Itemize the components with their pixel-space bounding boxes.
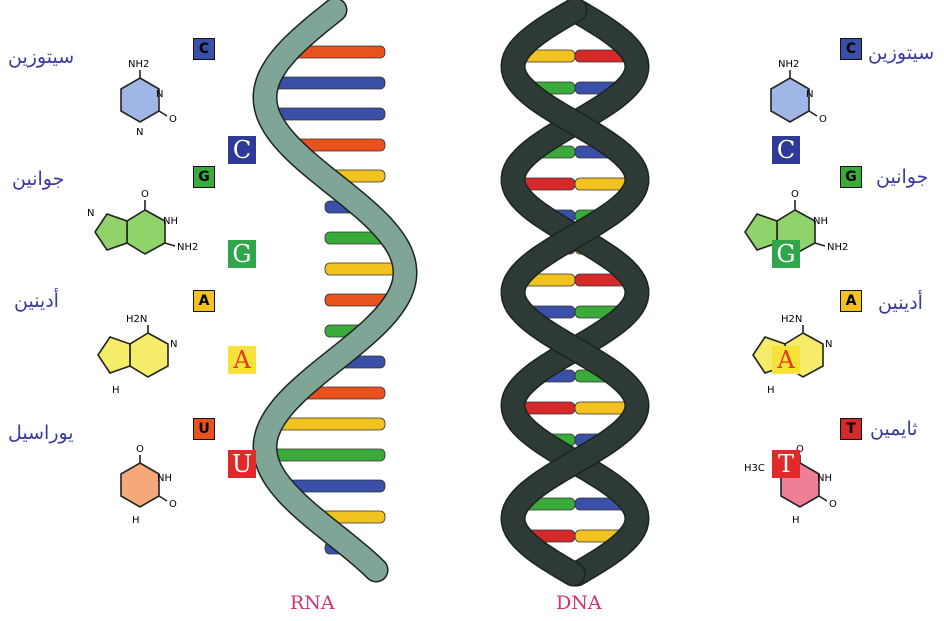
o-label: O xyxy=(791,189,799,200)
big-letter-a-right: A xyxy=(772,346,800,374)
guanine-label-right: جوانين xyxy=(876,166,928,188)
nh-label: NH xyxy=(813,216,828,227)
rna-base-2 xyxy=(267,77,385,89)
o-label-2: O xyxy=(829,499,837,510)
badge-uracil-left: U xyxy=(193,418,215,440)
rna-base-14 xyxy=(266,449,385,461)
o-label: O xyxy=(141,189,149,200)
n-label: N xyxy=(156,89,163,100)
uracil-molecule-left: O NH H O xyxy=(121,444,177,526)
h2n-label: H2N xyxy=(781,314,802,325)
nh2-label: NH2 xyxy=(177,242,198,253)
badge-guanine-right: G xyxy=(840,166,862,188)
badge-adenine-left: A xyxy=(193,290,215,312)
h-label: H xyxy=(767,385,775,396)
h-label: H xyxy=(792,515,800,526)
o-label: O xyxy=(819,114,827,125)
badge-cytosine-left: C xyxy=(193,38,215,60)
h2n-label: H2N xyxy=(126,314,147,325)
n-label: N xyxy=(87,208,94,219)
big-letter-t-right: T xyxy=(772,450,800,478)
big-letter-g-left: G xyxy=(228,240,256,268)
guanine-label-left: جوانين xyxy=(12,168,64,190)
cytosine-molecule-right: NH2 N O xyxy=(771,59,827,125)
nh-label: NH xyxy=(817,473,832,484)
nh-label: N xyxy=(136,127,143,138)
nh-label: NH xyxy=(157,473,172,484)
badge-cytosine-right: C xyxy=(840,38,862,60)
n-label: N xyxy=(825,339,832,350)
cytosine-label-right: سيتوزين xyxy=(868,42,934,64)
nh-label: H xyxy=(112,385,120,396)
thymine-label-right: ثايمين xyxy=(870,418,918,440)
guanine-molecule-left: O NH NH2 N xyxy=(87,189,198,254)
o-label: O xyxy=(169,114,177,125)
uracil-label-left: يوراسيل xyxy=(8,422,74,444)
o-label-2: O xyxy=(169,499,177,510)
big-letter-u-left: U xyxy=(228,450,256,478)
adenine-label-right: أدينين xyxy=(878,292,923,314)
o-label: O xyxy=(136,444,144,455)
n-label: N xyxy=(806,89,813,100)
cytosine-molecule-left: NH2 N N O xyxy=(121,59,177,138)
dna-caption: DNA xyxy=(556,592,602,614)
big-letter-a-left: A xyxy=(228,346,256,374)
rna-caption: RNA xyxy=(290,592,335,614)
nh-label: NH xyxy=(163,216,178,227)
nh2-label: NH2 xyxy=(778,59,799,70)
dna-helix xyxy=(513,10,637,574)
h-label: H xyxy=(132,515,140,526)
big-letter-g-right: G xyxy=(772,240,800,268)
badge-guanine-left: G xyxy=(193,166,215,188)
n-label: N xyxy=(170,339,177,350)
cytosine-label-left: سيتوزين xyxy=(8,46,74,68)
rna-helix xyxy=(265,10,405,570)
nh2-label: NH2 xyxy=(827,242,848,253)
badge-thymine-right: T xyxy=(840,418,862,440)
badge-adenine-right: A xyxy=(840,290,862,312)
h3c-label: H3C xyxy=(744,463,765,474)
nh2-label: NH2 xyxy=(128,59,149,70)
adenine-molecule-left: H2N N H xyxy=(98,314,177,396)
rna-base-3 xyxy=(268,108,385,120)
adenine-label-left: أدينين xyxy=(14,290,59,312)
big-letter-c-left: C xyxy=(228,136,256,164)
big-letter-c-right: C xyxy=(772,136,800,164)
